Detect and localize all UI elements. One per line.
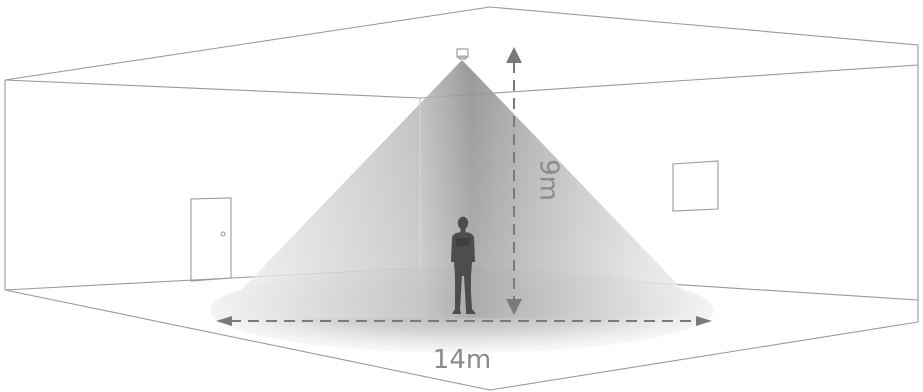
height-dimension	[506, 47, 522, 315]
window	[672, 160, 719, 212]
up-arrow-icon	[506, 47, 522, 63]
width-label: 14m	[433, 345, 491, 375]
down-arrow-icon	[506, 299, 522, 315]
floor-front-edge	[4, 289, 919, 391]
width-dimension	[216, 316, 712, 326]
door	[190, 197, 232, 282]
ceiling-outline	[4, 6, 919, 99]
left-arrow-icon	[216, 316, 232, 326]
person-silhouette-icon	[451, 216, 476, 314]
right-arrow-icon	[696, 316, 712, 326]
height-label: 9m	[534, 159, 564, 201]
ceiling-sensor-icon	[456, 48, 469, 60]
door-knob	[220, 231, 226, 237]
